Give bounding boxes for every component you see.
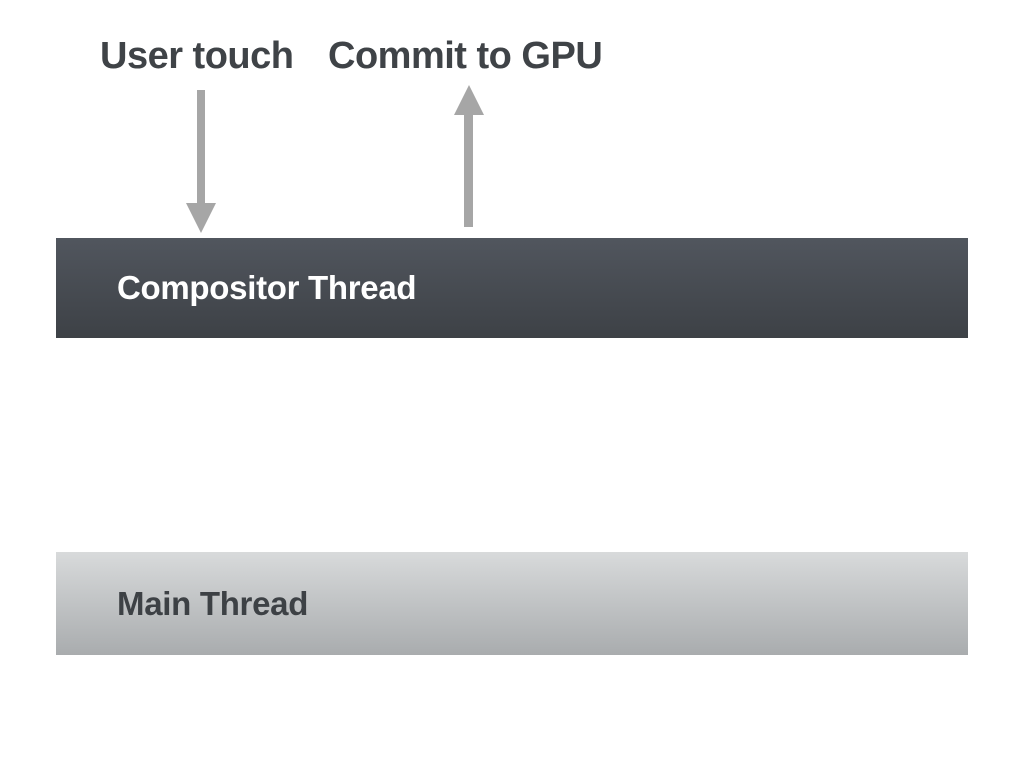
main-thread-bar: Main Thread bbox=[56, 552, 968, 655]
arrow-up-icon bbox=[454, 85, 484, 227]
user-touch-label: User touch bbox=[100, 35, 294, 77]
compositor-thread-bar: Compositor Thread bbox=[56, 238, 968, 338]
compositor-thread-label: Compositor Thread bbox=[117, 269, 417, 306]
arrow-down-shaft bbox=[197, 90, 205, 205]
commit-to-gpu-label: Commit to GPU bbox=[328, 35, 603, 77]
arrow-up-head bbox=[454, 85, 484, 115]
main-thread-label: Main Thread bbox=[117, 584, 309, 622]
arrow-down-head bbox=[186, 203, 216, 233]
arrow-up-shaft bbox=[464, 113, 473, 227]
arrow-down-icon bbox=[186, 90, 216, 233]
